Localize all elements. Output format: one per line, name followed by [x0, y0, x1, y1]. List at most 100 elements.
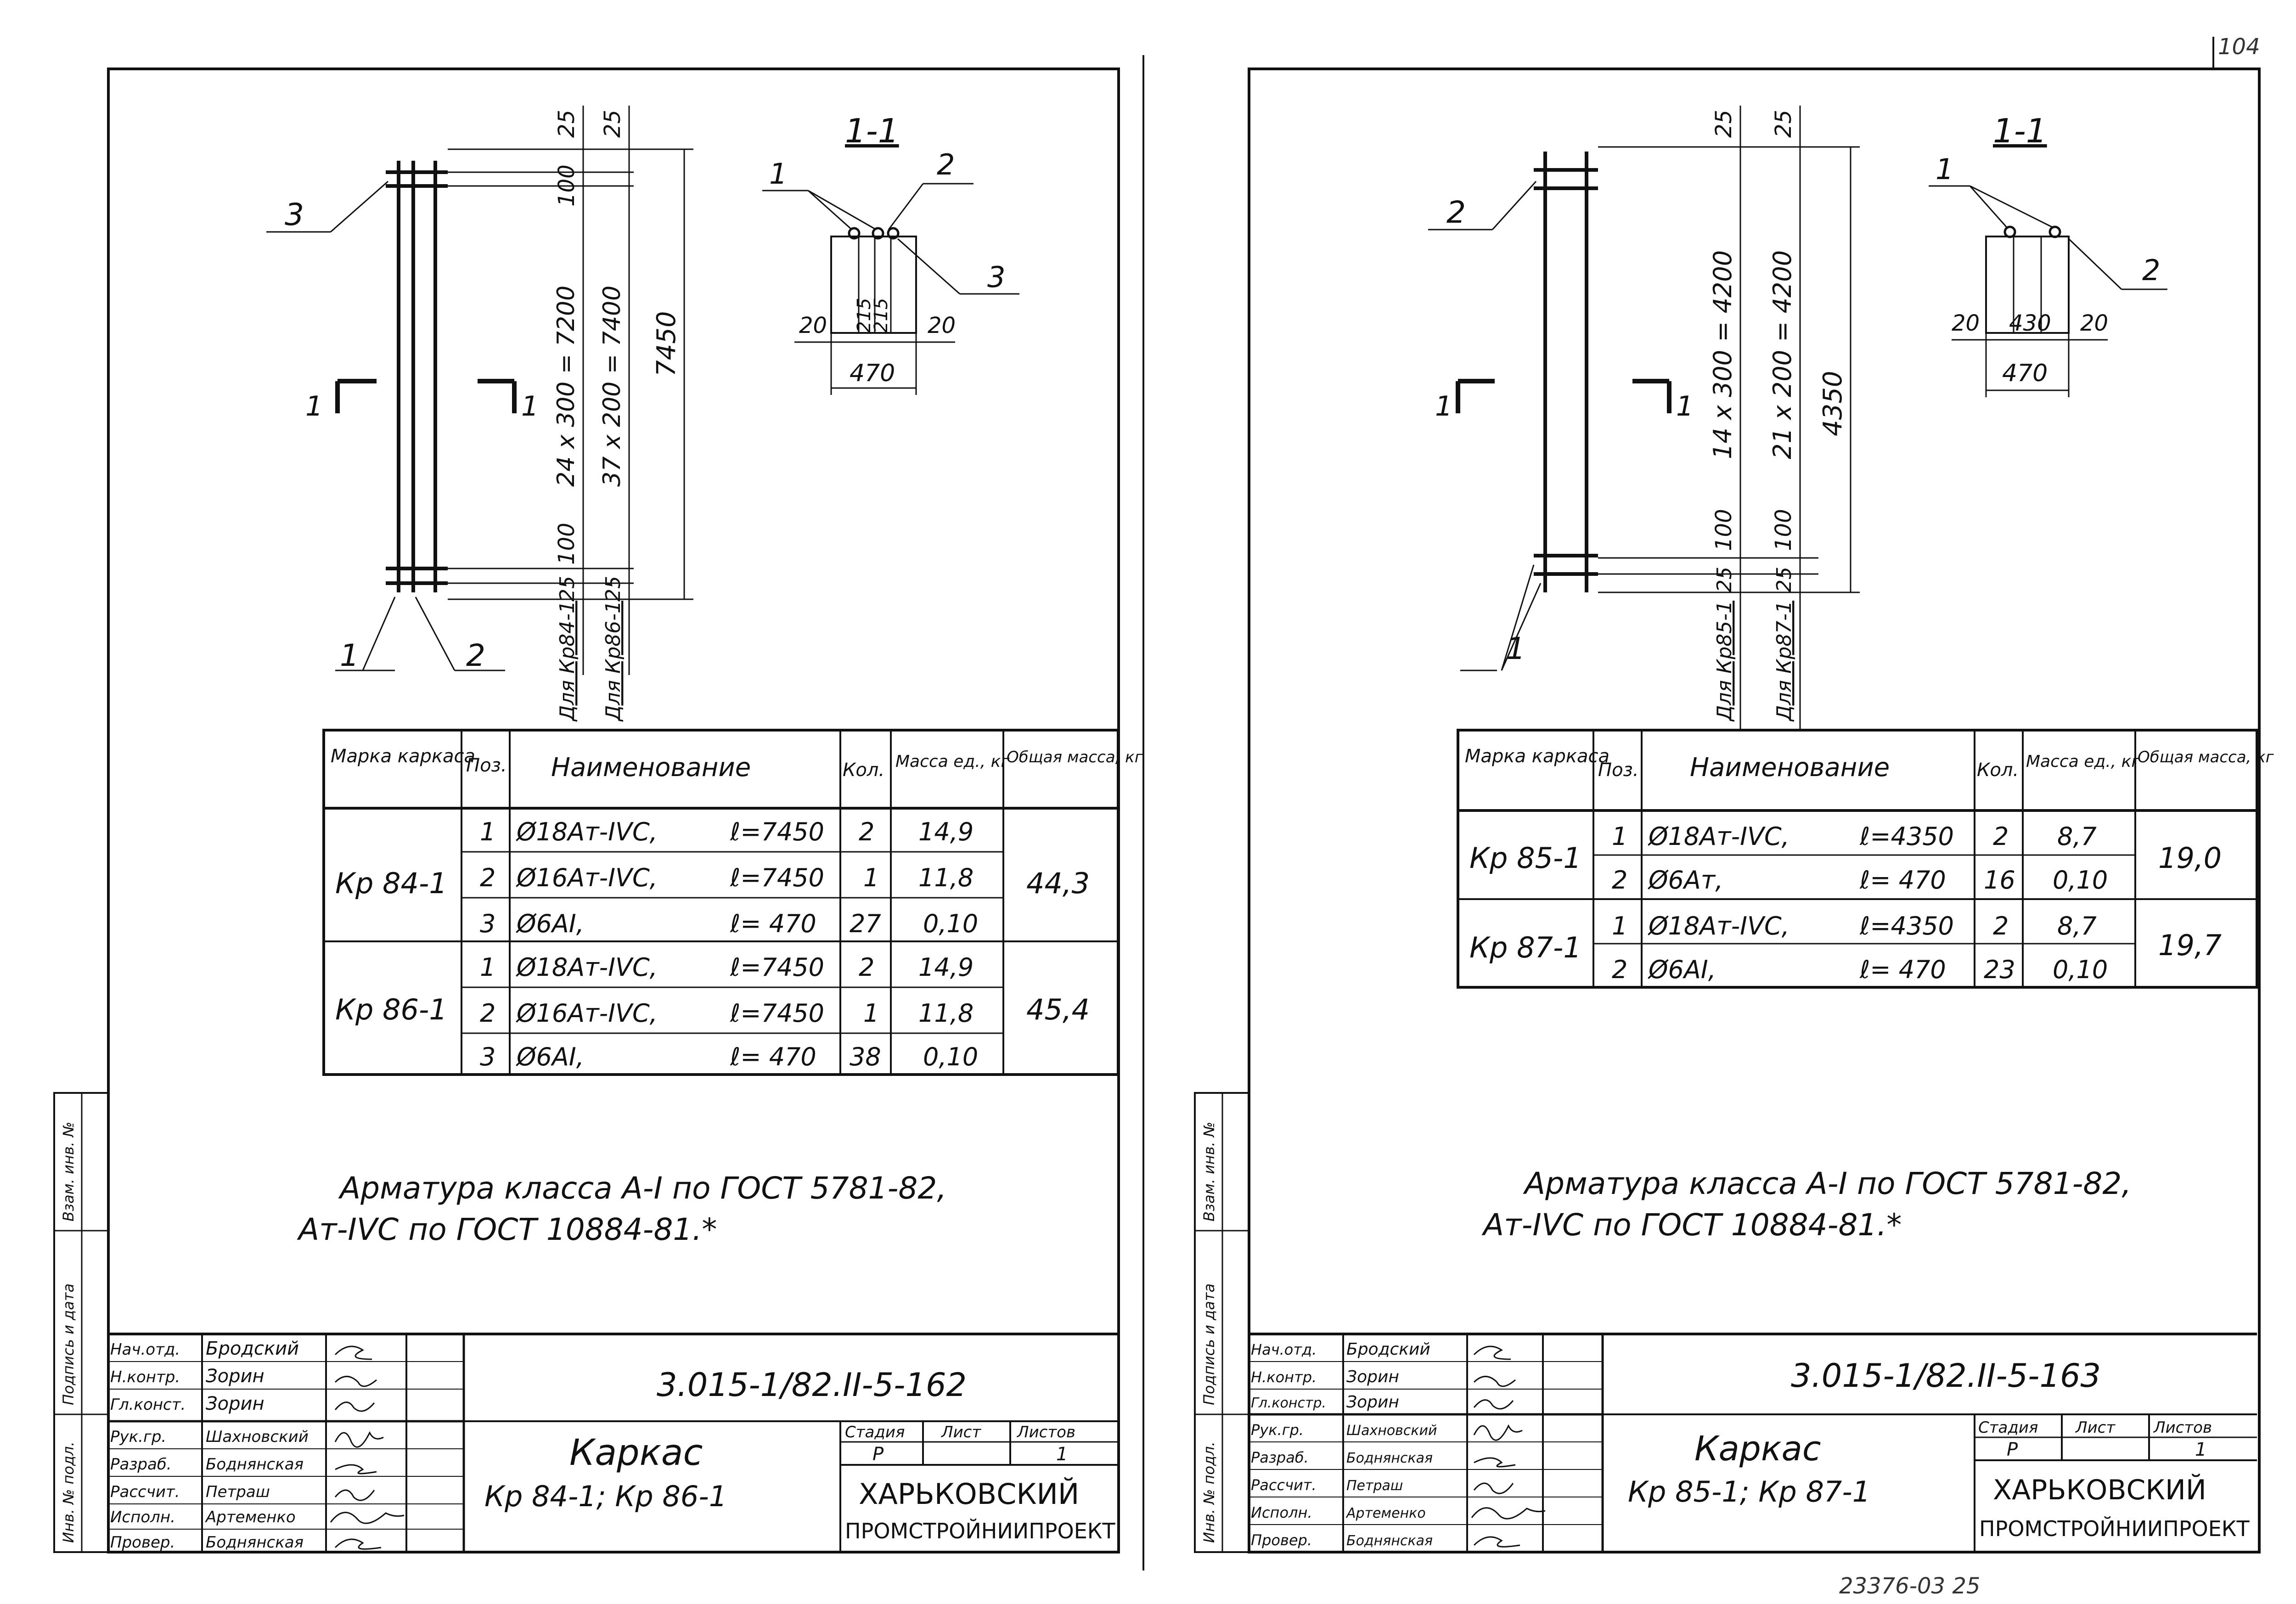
person-name: Зорин: [206, 1393, 264, 1414]
section-1-1: 1-1 1 2 20 430 20 470: [1929, 112, 2167, 397]
title-block: [1249, 1333, 2257, 1552]
cage-elevation: [1534, 152, 1598, 592]
th-qty: Кол.: [1977, 760, 2019, 781]
len-row: ℓ= 470: [730, 1042, 816, 1071]
th-qty: Кол.: [843, 760, 884, 781]
th-total-mass: Общая масса, кг: [2138, 748, 2274, 766]
note-line-1: Арматура класса А-I по ГОСТ 5781-82,: [338, 1171, 946, 1206]
side-label-replace: Взам. инв. №: [1200, 1122, 1218, 1221]
for-label-b: Для Кр87-1: [1773, 601, 1796, 722]
th-unit-mass: Масса ед., кг: [2026, 752, 2140, 771]
dim-inner-bottom-b: 100: [1771, 509, 1796, 551]
section-callout-1: 1: [1936, 152, 1953, 186]
section-dim-20-right: 20: [2080, 310, 2108, 336]
side-label-sign: Подпись и дата: [60, 1283, 77, 1405]
th-pos: Поз.: [1598, 760, 1639, 781]
len-row: ℓ=4350: [1859, 822, 1954, 851]
title-line-2: Кр 84-1; Кр 86-1: [484, 1480, 727, 1513]
person-name: Боднянская: [206, 1455, 304, 1474]
th-pos: Поз.: [466, 755, 507, 776]
qty-row: 2: [859, 953, 874, 982]
name-row: Ø18Ат-IVС,: [516, 953, 658, 982]
role: Н.контр.: [1251, 1368, 1317, 1386]
person-name: Зорин: [206, 1366, 264, 1387]
person-name: Зорин: [1346, 1368, 1399, 1386]
mass-row: 8,7: [2057, 822, 2097, 851]
pos-row: 2: [480, 863, 495, 892]
mark-kr85-1: Кр 85-1: [1469, 841, 1581, 875]
sheets-value: 1: [1056, 1444, 1068, 1465]
sheet-left: Инв. № подл. Подпись и дата Взам. инв. №…: [53, 68, 1143, 1553]
role: Рассчит.: [1251, 1476, 1317, 1494]
bottom-code: 23376-03 25: [1839, 1573, 1980, 1599]
section-bar-1a: [2003, 225, 2016, 238]
len-row: ℓ=7450: [730, 863, 824, 892]
stage-value: Р: [2007, 1439, 2018, 1460]
stage-value: Р: [872, 1444, 884, 1465]
qty-row: 2: [1993, 912, 2009, 940]
cage-elevation: [386, 161, 448, 592]
section-dim-20-left: 20: [1952, 310, 1980, 336]
qty-row: 1: [863, 999, 879, 1028]
dim-mid-a: 24 x 300 = 7200: [552, 286, 580, 487]
person-name: Шахновский: [206, 1428, 309, 1446]
note-line-1: Арматура класса А-I по ГОСТ 5781-82,: [1523, 1166, 2131, 1201]
th-mark: Марка каркаса: [1465, 746, 1609, 767]
sheet-label: Лист: [2075, 1418, 2116, 1437]
section-callout-2: 2: [2142, 253, 2160, 287]
dim-mid-a: 14 x 300 = 4200: [1708, 250, 1737, 459]
title-line-2: Кр 85-1; Кр 87-1: [1628, 1475, 1870, 1508]
section-title: 1-1: [1993, 112, 2047, 150]
note-line-2: Ат-IVС по ГОСТ 10884-81.*: [297, 1212, 717, 1247]
role: Рук.гр.: [1251, 1421, 1304, 1439]
pos-row: 1: [480, 817, 495, 846]
dim-top-b: 25: [600, 110, 625, 138]
name-row: Ø6Ат,: [1648, 866, 1723, 895]
person-name: Зорин: [1346, 1393, 1399, 1412]
total-kr86-1: 45,4: [1026, 993, 1090, 1026]
name-row: Ø18Ат-IVС,: [1648, 912, 1790, 940]
corner-mark: 104: [2218, 34, 2260, 60]
section-dim-470: 470: [850, 360, 895, 387]
signature-scribbles: [1471, 1345, 1546, 1548]
section-bar-2: [872, 227, 884, 240]
sheets-value: 1: [2195, 1439, 2206, 1460]
total-kr87-1: 19,7: [2158, 929, 2222, 962]
section-dim-215-b: 215: [871, 298, 892, 333]
for-label-b: Для Кр86-1: [602, 601, 625, 722]
role: Гл.конст.: [110, 1396, 186, 1414]
dim-bot-b: 25: [602, 576, 625, 602]
pos-row: 3: [480, 1042, 495, 1071]
doc-code: 3.015-1/82.II-5-163: [1791, 1357, 2101, 1395]
qty-row: 23: [1984, 955, 2015, 984]
mass-row: 14,9: [918, 953, 974, 982]
callout-1: 1: [340, 638, 359, 673]
title-block: [108, 1333, 1118, 1552]
role: Исполн.: [110, 1508, 175, 1526]
person-name: Петраш: [206, 1483, 270, 1501]
dim-top-a: 25: [554, 110, 580, 138]
signature-scribbles: [330, 1345, 405, 1550]
qty-row: 1: [863, 863, 879, 892]
section-dim-215-a: 215: [854, 298, 875, 333]
len-row: ℓ=7450: [730, 817, 824, 846]
spec-table: [1457, 729, 2258, 989]
person-name: Шахновский: [1346, 1423, 1437, 1439]
side-label-inv: Инв. № подл.: [1200, 1441, 1218, 1543]
sheets-label: Листов: [2153, 1418, 2212, 1437]
mass-row: 8,7: [2057, 912, 2097, 940]
section-dim-430: 430: [2009, 310, 2051, 336]
callout-leaders: [1428, 180, 1542, 671]
person-name: Артеменко: [1345, 1505, 1426, 1521]
th-total-mass: Общая масса, кг: [1007, 748, 1143, 766]
section-dim-20-right: 20: [928, 313, 956, 338]
qty-row: 38: [850, 1042, 881, 1071]
sheet-right: Инв. № подл. Подпись и дата Взам. инв. №…: [1194, 68, 2274, 1553]
dim-bot-a: 25: [1713, 567, 1736, 592]
person-name: Бродский: [1346, 1340, 1430, 1359]
person-name: Боднянская: [1346, 1533, 1433, 1549]
section-title: 1-1: [845, 112, 899, 150]
dimension-lines: [448, 106, 693, 675]
qty-row: 27: [850, 909, 881, 938]
dim-total: 4350: [1818, 371, 1848, 436]
